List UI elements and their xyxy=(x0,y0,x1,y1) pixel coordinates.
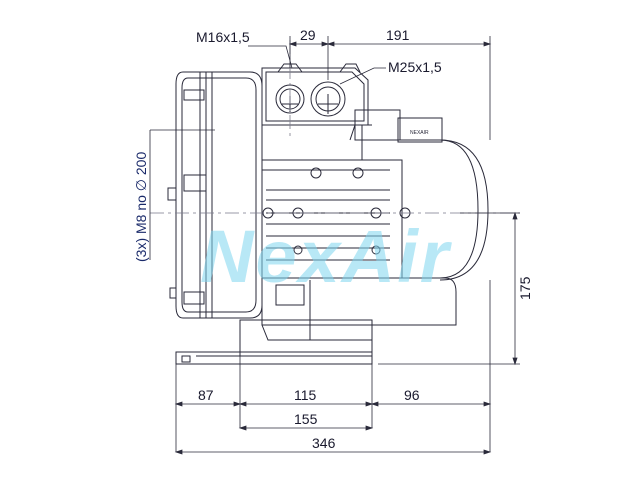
label-mount-holes: (3x) M8 no ∅ 200 xyxy=(133,152,149,262)
watermark-text: NexAir xyxy=(200,215,453,298)
centerlines xyxy=(150,40,520,214)
dim-346: 346 xyxy=(312,435,336,451)
terminal-box xyxy=(261,63,369,126)
fan-housing xyxy=(167,71,263,319)
dim-29: 29 xyxy=(300,27,316,43)
dimension-lines xyxy=(149,36,520,455)
label-thread-m25: M25x1,5 xyxy=(388,59,442,75)
dim-115: 115 xyxy=(294,387,317,403)
dim-87: 87 xyxy=(198,387,214,403)
cable-gland-m25 xyxy=(310,81,346,117)
dim-96: 96 xyxy=(404,387,420,403)
blower-base xyxy=(175,277,457,365)
label-thread-m16: M16x1,5 xyxy=(196,29,250,45)
plate-text: NEXAIR xyxy=(410,130,429,136)
dim-191: 191 xyxy=(386,27,410,43)
dim-175: 175 xyxy=(517,276,533,300)
dim-155: 155 xyxy=(294,411,318,427)
